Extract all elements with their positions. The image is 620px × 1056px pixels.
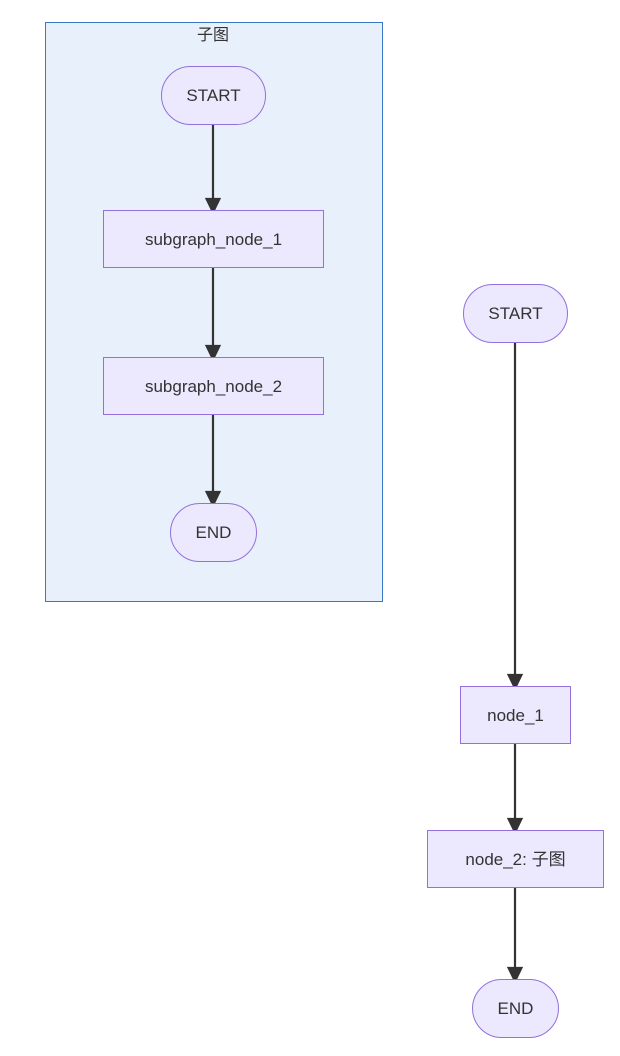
node-main-end[interactable]: END: [472, 979, 559, 1038]
node-label: END: [497, 999, 534, 1018]
node-sub-end[interactable]: END: [170, 503, 257, 562]
node-label: START: [186, 86, 241, 105]
subgraph-cluster-title: 子图: [196, 27, 229, 44]
node-subgraph-node-2[interactable]: subgraph_node_2: [103, 357, 324, 415]
node-main-start[interactable]: START: [463, 284, 568, 343]
node-node-1[interactable]: node_1: [460, 686, 571, 744]
node-label: END: [195, 523, 232, 542]
node-node-2[interactable]: node_2: 子图: [427, 830, 604, 888]
node-label: START: [488, 304, 543, 323]
node-label: node_1: [487, 705, 544, 725]
node-label: node_2: 子图: [465, 849, 566, 869]
node-label: subgraph_node_1: [144, 229, 283, 249]
node-label: subgraph_node_2: [144, 376, 283, 396]
node-sub-start[interactable]: START: [161, 66, 266, 125]
node-subgraph-node-1[interactable]: subgraph_node_1: [103, 210, 324, 268]
